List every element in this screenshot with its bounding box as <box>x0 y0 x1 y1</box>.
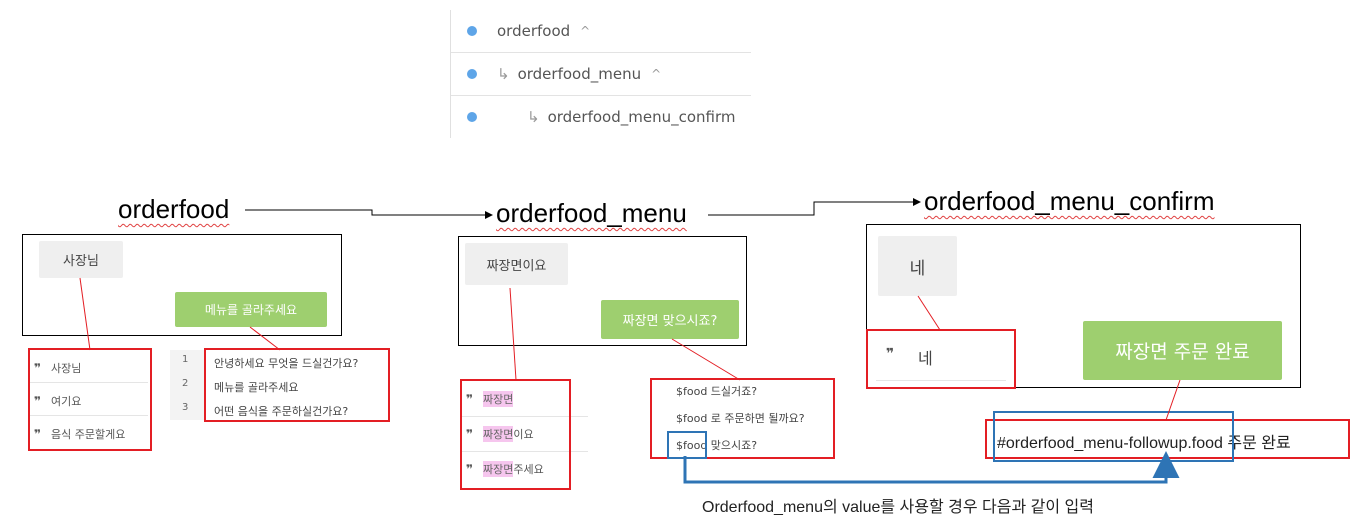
flow-arrow <box>245 209 493 219</box>
variable-highlight-box <box>993 411 1234 462</box>
quote-icon: ❞ <box>34 394 42 408</box>
quote-icon: ❞ <box>466 462 474 476</box>
highlight-box <box>204 348 390 422</box>
tree-item-orderfood[interactable]: orderfood ^ <box>451 10 751 53</box>
quote-icon: ❞ <box>886 346 895 362</box>
bot-message-bubble: 메뉴를 골라주세요 <box>175 292 327 327</box>
bullet-dot-icon <box>467 26 477 36</box>
flow-arrow <box>708 198 921 216</box>
text-responses-list: $food 드실거죠? $food 로 주문하면 될까요? $food 맞으시죠… <box>668 378 834 458</box>
highlight-box <box>866 329 1016 389</box>
list-item[interactable]: ❞ 짜장면 <box>466 391 514 407</box>
user-message-bubble: 짜장면이요 <box>465 243 568 285</box>
connector-line <box>249 326 281 351</box>
training-phrase-row[interactable]: ❞ 네 <box>876 338 1006 381</box>
connector-line <box>671 338 741 381</box>
bot-message-bubble: 짜장면 맞으시죠? <box>601 300 739 339</box>
tree-item-orderfood-menu-confirm[interactable]: ↳ orderfood_menu_confirm <box>451 96 751 138</box>
bullet-dot-icon <box>467 112 477 122</box>
tree-item-label: orderfood_menu <box>517 65 642 83</box>
entity-highlight: 짜장면 <box>483 426 514 442</box>
highlight-box <box>650 378 835 459</box>
variable-flow-arrow <box>683 451 1180 484</box>
line-number-gutter: 1 2 3 <box>170 350 206 420</box>
chevron-up-icon[interactable]: ^ <box>580 24 591 38</box>
user-message-bubble: 사장님 <box>39 241 123 278</box>
list-item[interactable]: ❞ 사장님 <box>34 361 82 375</box>
list-item[interactable]: ❞ 음식 주문할게요 <box>34 427 126 441</box>
intent-tree: orderfood ^ ↳ orderfood_menu ^ ↳ orderfo… <box>450 10 751 138</box>
child-arrow-icon: ↳ <box>527 108 540 126</box>
title-orderfood-menu-confirm: orderfood_menu_confirm <box>924 186 1215 216</box>
quote-icon: ❞ <box>466 427 474 441</box>
training-phrases-list: ❞ 사장님 ❞ 여기요 ❞ 음식 주문할게요 <box>30 350 148 448</box>
title-orderfood-menu: orderfood_menu <box>496 198 687 228</box>
quote-icon: ❞ <box>466 392 474 406</box>
connector-line <box>509 287 517 381</box>
response-item[interactable]: $food 로 주문하면 될까요? <box>676 412 805 425</box>
list-item[interactable]: ❞ 여기요 <box>34 394 82 408</box>
response-item[interactable]: $food 맞으시죠? <box>676 439 758 452</box>
tree-item-orderfood-menu[interactable]: ↳ orderfood_menu ^ <box>451 53 751 96</box>
bullet-dot-icon <box>467 69 477 79</box>
user-message-bubble: 네 <box>878 236 957 296</box>
quote-icon: ❞ <box>34 427 42 441</box>
child-arrow-icon: ↳ <box>497 65 510 83</box>
response-item[interactable]: 메뉴를 골라주세요 <box>214 381 299 394</box>
tree-item-label: orderfood_menu_confirm <box>547 108 736 126</box>
entity-highlight: 짜장면 <box>483 461 514 477</box>
quote-icon: ❞ <box>34 361 42 375</box>
connector-line <box>917 295 941 331</box>
response-item[interactable]: 안녕하세요 무엇을 드실건가요? <box>214 357 359 370</box>
bot-message-bubble: 짜장면 주문 완료 <box>1083 321 1282 380</box>
list-item[interactable]: ❞ 짜장면 주세요 <box>466 461 544 477</box>
response-item[interactable]: 어떤 음식을 주문하실건가요? <box>214 405 349 418</box>
entity-highlight: 짜장면 <box>483 391 514 407</box>
text-responses-list: 안녕하세요 무엇을 드실건가요? 메뉴를 골라주세요 어떤 음식을 주문하실건가… <box>206 350 386 420</box>
connector-line <box>79 277 91 351</box>
response-text[interactable]: #orderfood_menu-followup.food 주문 완료 <box>997 435 1291 452</box>
variable-reference: #orderfood_menu-followup.food <box>997 435 1223 452</box>
connector-line <box>1165 379 1181 421</box>
variable-highlight-box <box>667 431 707 459</box>
chevron-up-icon[interactable]: ^ <box>651 67 662 81</box>
title-orderfood: orderfood <box>118 194 230 224</box>
tree-item-label: orderfood <box>497 22 571 40</box>
response-item[interactable]: $food 드실거죠? <box>676 385 758 398</box>
explanation-note: Orderfood_menu의 value를 사용할 경우 다음과 같이 입력 <box>702 499 1094 516</box>
